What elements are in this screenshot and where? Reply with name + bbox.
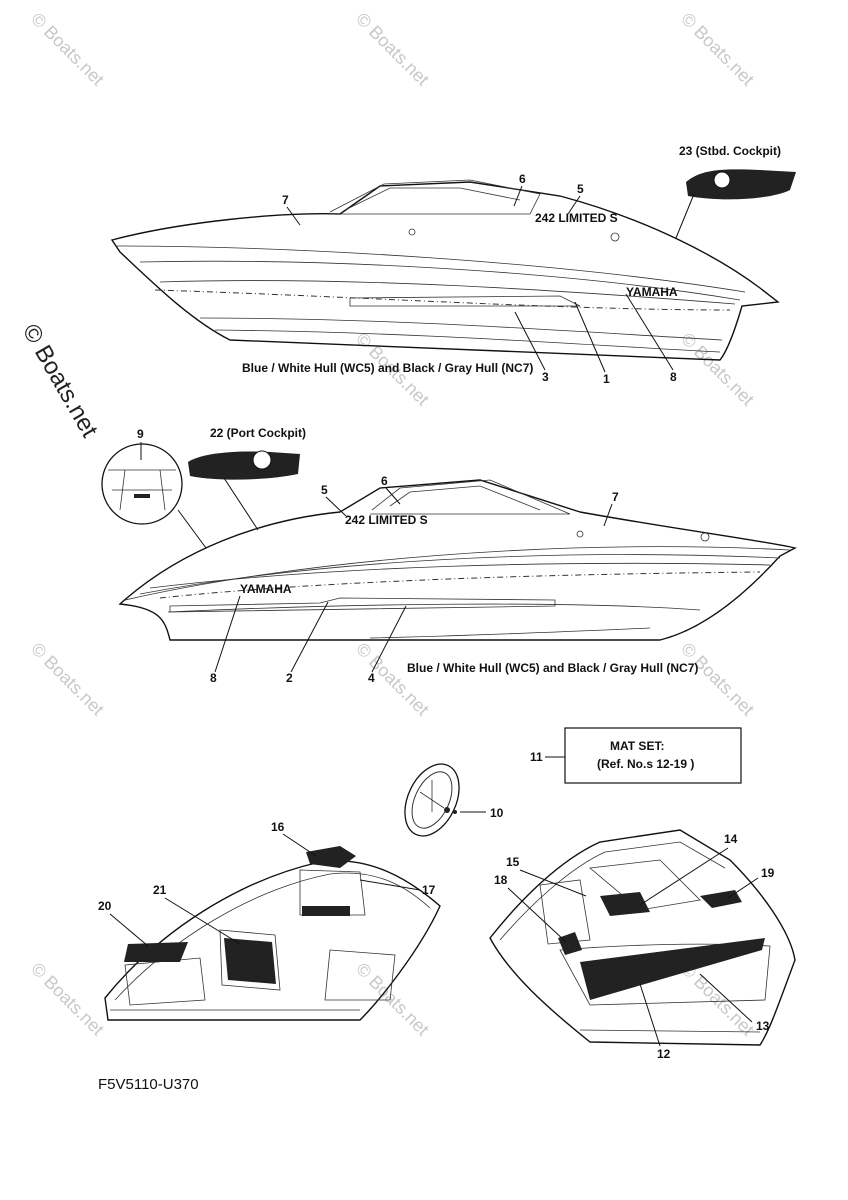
watermark: © Boats.net (27, 9, 108, 90)
lower-boat-drawing: YAMAHA 242 LIMITED S (101, 443, 797, 641)
watermark: © Boats.net (677, 9, 758, 90)
callout-number: 16 (271, 820, 285, 834)
cockpit-label: 23 (Stbd. Cockpit) (679, 144, 781, 158)
cockpit-right-callouts: 14 15 18 19 13 12 (494, 832, 775, 1061)
callout-number: 9 (137, 427, 144, 441)
brand-logo-text: YAMAHA (240, 582, 292, 596)
mat-set-box: MAT SET: (Ref. No.s 12-19 ) 11 (530, 727, 742, 784)
callout-number: 2 (286, 671, 293, 685)
callout-number: 7 (282, 193, 289, 207)
watermark: © Boats.net (677, 639, 758, 720)
hull-caption: Blue / White Hull (WC5) and Black / Gray… (407, 661, 698, 675)
drawing-code: F5V5110-U370 (98, 1076, 199, 1093)
callout-number: 13 (756, 1019, 770, 1033)
watermark: © Boats.net (27, 639, 108, 720)
watermark: © Boats.net (27, 959, 108, 1040)
steering-wheel-drawing: 10 (404, 763, 504, 837)
callout-number: 6 (519, 172, 526, 186)
watermark: © Boats.net (352, 959, 433, 1040)
side-watermark: © Boats.net (17, 320, 103, 443)
callout-number: 7 (612, 490, 619, 504)
callout-number: 3 (542, 370, 549, 384)
watermark: © Boats.net (352, 639, 433, 720)
cockpit-left-callouts: 16 21 17 20 (98, 820, 436, 947)
callout-number: 1 (603, 372, 610, 386)
callout-number: 18 (494, 873, 508, 887)
callout-number: 5 (577, 182, 584, 196)
callout-number: 8 (670, 370, 677, 384)
upper-boat-drawing: YAMAHA 242 LIMITED S (110, 169, 796, 361)
watermark: © Boats.net (677, 329, 758, 410)
cockpit-right-drawing (489, 829, 796, 1046)
callout-number: 4 (368, 671, 375, 685)
callout-number: 14 (724, 832, 738, 846)
cockpit-label: 22 (Port Cockpit) (210, 426, 306, 440)
callout-number: 15 (506, 855, 520, 869)
callout-number: 17 (422, 883, 436, 897)
detail-inset (101, 443, 183, 525)
callout-number: 5 (321, 483, 328, 497)
callout-number: 11 (530, 750, 543, 764)
mat-set-title: MAT SET: (610, 739, 664, 753)
upper-boat-callouts: 23 (Stbd. Cockpit) 7 6 5 3 1 8 Blue / Wh… (242, 144, 781, 386)
brand-logo-text: YAMAHA (626, 285, 678, 299)
callout-number: 8 (210, 671, 217, 685)
callout-number: 19 (761, 866, 775, 880)
watermark: © Boats.net (352, 9, 433, 90)
callout-number: 21 (153, 883, 167, 897)
hull-caption: Blue / White Hull (WC5) and Black / Gray… (242, 361, 533, 375)
callout-number: 6 (381, 474, 388, 488)
model-badge: 242 LIMITED S (345, 513, 428, 527)
callout-number: 12 (657, 1047, 671, 1061)
cockpit-left-drawing (104, 846, 441, 1021)
callout-number: 10 (490, 806, 504, 820)
mat-set-refs: (Ref. No.s 12-19 ) (597, 757, 694, 771)
callout-number: 20 (98, 899, 112, 913)
model-badge: 242 LIMITED S (535, 211, 618, 225)
lower-boat-callouts: 22 (Port Cockpit) 9 5 6 7 8 2 4 Blue / W… (137, 426, 698, 685)
